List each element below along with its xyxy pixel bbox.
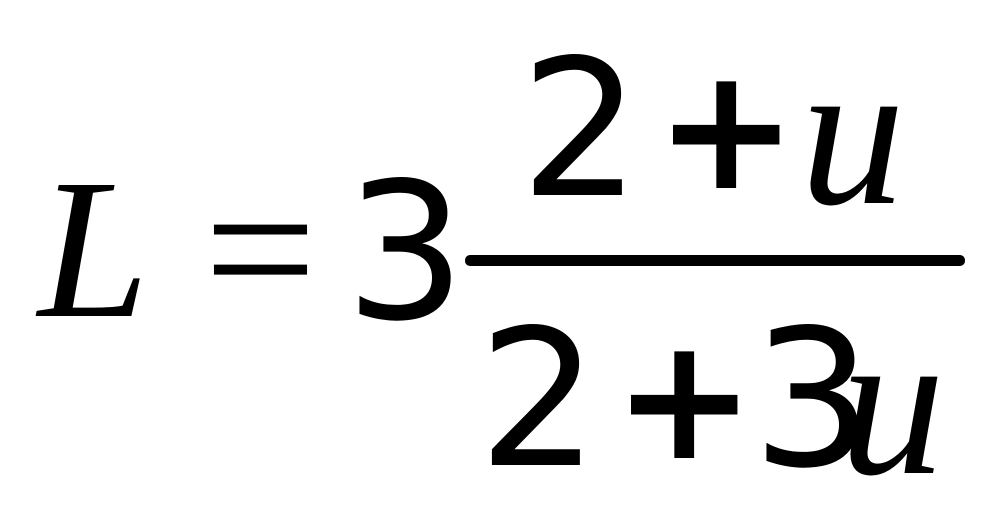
numerator-term1: 2 xyxy=(520,19,641,240)
denominator-variable-u: u xyxy=(840,287,945,519)
numerator-plus: + xyxy=(655,31,798,229)
math-formula: L = 3 2 + u 2 + 3 u xyxy=(38,17,965,510)
coefficient: 3 xyxy=(345,142,466,363)
denominator-plus: + xyxy=(613,301,756,499)
fraction-bar xyxy=(465,255,965,266)
numerator-variable-u: u xyxy=(800,17,905,249)
denominator-term1: 2 xyxy=(478,289,599,510)
denominator-coefficient: 3 xyxy=(752,289,873,510)
equals-sign: = xyxy=(204,139,317,360)
variable-L: L xyxy=(38,139,150,360)
